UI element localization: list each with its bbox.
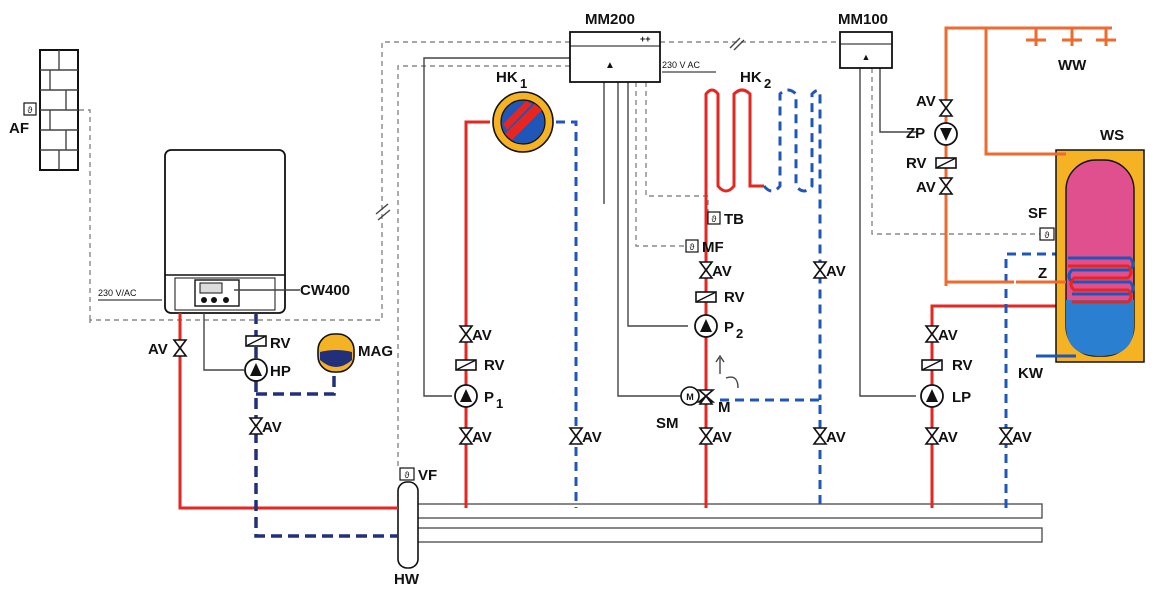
rv-label-hk1: RV xyxy=(484,357,505,374)
mixer-and-sensors: M SM M ϑ TB ϑ MF xyxy=(656,211,744,432)
av-label-zp-upper: AV xyxy=(916,93,936,110)
ww-label: WW xyxy=(1058,57,1087,74)
tb-label: TB xyxy=(724,211,744,228)
av-label-hk1-upper: AV xyxy=(472,327,492,344)
outdoor-sensor-af: ϑ AF xyxy=(9,49,79,171)
p1-label: P xyxy=(484,389,494,406)
av-label-lp-lower: AV xyxy=(938,429,958,446)
m-label: M xyxy=(718,399,731,416)
sm-label: SM xyxy=(656,415,679,432)
av-label-lp-upper: AV xyxy=(938,327,958,344)
mm200-module: ▲ ++ MM200 230 V AC xyxy=(569,11,716,83)
av-label-hk2-upper: AV xyxy=(712,263,732,280)
av-valves: AV AV AV AV AV AV AV AV AV AV AV AV AV A… xyxy=(148,93,1032,446)
av-label-zp-lower: AV xyxy=(916,179,936,196)
av-label-hk2-return-upper: AV xyxy=(826,263,846,280)
pumps: HP P 1 P 2 LP ZP xyxy=(244,122,971,411)
mm200-voltage-label: 230 V AC xyxy=(662,60,701,70)
mag-label: MAG xyxy=(358,343,393,360)
dhw-storage-tank: ϑ SF Z WS KW xyxy=(1018,127,1145,382)
hk1-label: HK xyxy=(496,69,518,86)
rv-label-hk2: RV xyxy=(724,289,745,306)
svg-text:▲: ▲ xyxy=(862,52,871,62)
distribution-manifold: ϑ VF HW xyxy=(394,467,1043,588)
dhw-loading-circuit xyxy=(930,252,1074,508)
control-wiring xyxy=(78,37,1040,466)
mm100-label: MM100 xyxy=(838,11,888,28)
hp-label: HP xyxy=(270,363,291,380)
hk2-subscript: 2 xyxy=(764,76,771,91)
av-label-hk1-lower: AV xyxy=(472,429,492,446)
p2-subscript: 2 xyxy=(736,326,743,341)
rv-label-lp: RV xyxy=(952,357,973,374)
hk2-circuit: HK 2 xyxy=(704,69,822,508)
av-label-hk2-lower: AV xyxy=(712,429,732,446)
svg-text:++: ++ xyxy=(640,34,651,44)
kw-label: KW xyxy=(1018,365,1044,382)
lp-label: LP xyxy=(952,389,971,406)
av-label-ws-return: AV xyxy=(1012,429,1032,446)
p1-subscript: 1 xyxy=(496,396,503,411)
mm100-module: ▲ MM100 xyxy=(838,11,893,69)
dhw-distribution: WW xyxy=(944,26,1116,286)
av-label-boiler: AV xyxy=(148,341,168,358)
hw-label: HW xyxy=(394,571,420,588)
hk2-label: HK xyxy=(740,69,762,86)
cw400-label: CW400 xyxy=(300,282,350,299)
rv-label-boiler: RV xyxy=(270,335,291,352)
svg-text:ϑ: ϑ xyxy=(690,242,695,252)
svg-text:ϑ: ϑ xyxy=(1045,230,1050,240)
vf-label: VF xyxy=(418,467,437,484)
rv-label-zp: RV xyxy=(906,155,927,172)
av-label-hk1-return: AV xyxy=(582,429,602,446)
mf-label: MF xyxy=(702,239,724,256)
check-valves: RV RV RV RV RV xyxy=(245,155,973,374)
boiler-circuit: MAG xyxy=(178,313,398,538)
af-label: AF xyxy=(9,120,29,137)
svg-text:▲: ▲ xyxy=(605,60,615,71)
svg-text:M: M xyxy=(686,392,694,402)
svg-text:ϑ: ϑ xyxy=(712,214,717,224)
av-label-hk2-return-lower: AV xyxy=(826,429,846,446)
svg-text:ϑ: ϑ xyxy=(28,105,33,115)
hk1-subscript: 1 xyxy=(520,76,527,91)
mm200-label: MM200 xyxy=(585,11,635,28)
boiler-voltage-label: 230 V/AC xyxy=(98,288,137,298)
svg-text:ϑ: ϑ xyxy=(405,470,410,480)
p2-label: P xyxy=(724,319,734,336)
boiler: 230 V/AC CW400 xyxy=(98,149,350,314)
av-label-boiler-return: AV xyxy=(262,419,282,436)
ws-label: WS xyxy=(1100,127,1124,144)
zp-label: ZP xyxy=(906,125,925,142)
hk1-circuit: HK 1 xyxy=(464,69,578,508)
z-label: Z xyxy=(1038,265,1047,282)
sf-label: SF xyxy=(1028,205,1047,222)
